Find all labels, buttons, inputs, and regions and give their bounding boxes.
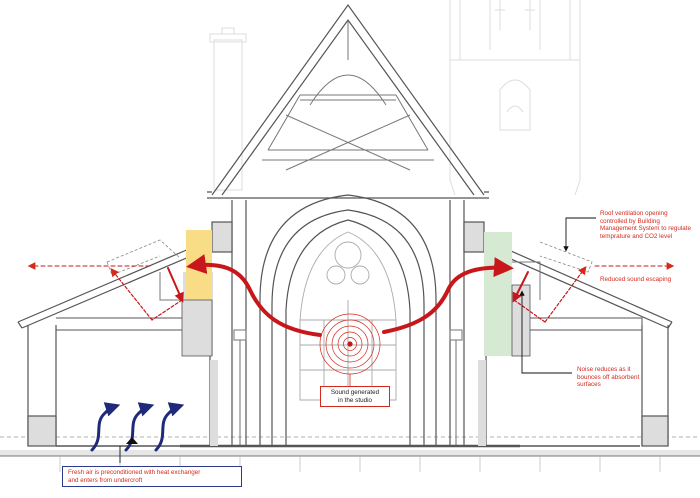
ground	[0, 436, 700, 472]
chancel-arch	[259, 194, 437, 446]
reflect-right	[512, 271, 529, 303]
fresh-air-arrow-3	[154, 402, 185, 452]
escape-left-up	[110, 268, 153, 321]
escape-right-up	[544, 265, 587, 323]
left-aisle-roof	[17, 239, 211, 329]
label-reduced-sound: Reduced sound escaping	[600, 276, 672, 283]
escape-left	[151, 299, 183, 321]
nave-wall-left	[231, 200, 247, 446]
fresh-air-arrow-1	[90, 402, 121, 452]
absorber-right	[484, 232, 512, 356]
right-aisle-roof	[485, 239, 673, 329]
label-roof-ventilation: Roof ventilation opening controlled by B…	[600, 210, 692, 240]
sound-source-dot	[347, 341, 353, 347]
label-sound-generated: Sound generated in the studio	[320, 386, 390, 408]
background-chimney	[213, 39, 243, 191]
right-aisle	[478, 232, 673, 447]
roof-truss	[262, 20, 434, 171]
escape-right	[513, 299, 546, 323]
leader-noise	[519, 290, 572, 374]
label-fresh-air: Fresh air is preconditioned with heat ex…	[62, 466, 242, 488]
leader-lines	[119, 217, 596, 463]
sound-arrow-left	[186, 254, 322, 337]
leader-roof-vent	[563, 217, 596, 252]
nave-wall-right	[449, 200, 465, 446]
sound-arrow-right	[382, 257, 514, 334]
sound-source-rings	[319, 313, 381, 386]
window-tracery	[299, 231, 397, 401]
church-structure	[56, 3, 640, 448]
reflect-left	[167, 267, 184, 303]
background-buildings	[209, 0, 581, 196]
left-aisle	[17, 230, 218, 447]
label-noise-reduces: Noise reduces as it bounces off absorben…	[577, 366, 640, 389]
sound-paths	[27, 254, 675, 337]
background-tower	[449, 0, 581, 196]
